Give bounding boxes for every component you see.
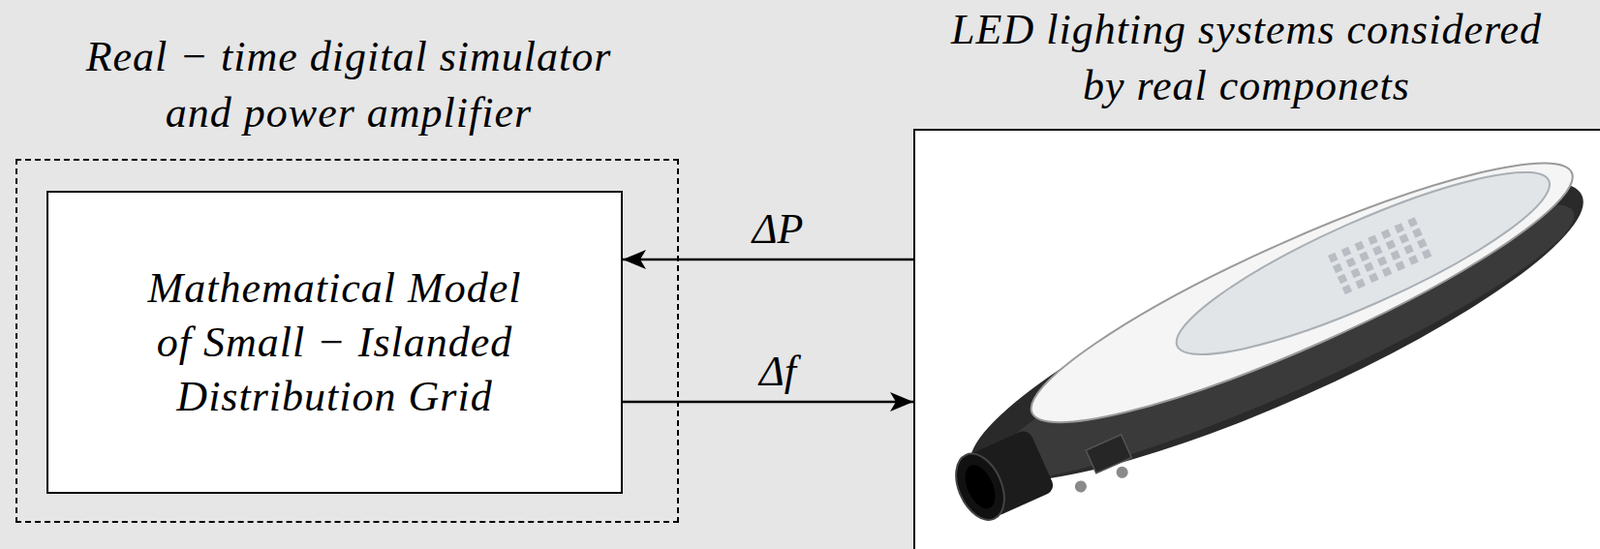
- socket-hole: [958, 461, 1001, 514]
- socket-opening: [946, 446, 1014, 528]
- lamp-cover: [1010, 123, 1594, 462]
- signal-label: ΔP: [752, 205, 804, 254]
- lamp-housing: [943, 131, 1600, 531]
- signal-arrow: [622, 258, 914, 262]
- led-panel: LED lighting systems considered by real …: [913, 128, 1600, 549]
- lamp-glass: [1160, 142, 1567, 384]
- street-lamp: [920, 123, 1600, 542]
- group-heading: Real − time digital simulator and power …: [67, 29, 630, 142]
- bracket: [1085, 434, 1132, 474]
- simulator-group: Real − time digital simulator and power …: [15, 158, 679, 524]
- bolt: [1073, 479, 1089, 495]
- panel-ground: [913, 128, 1600, 549]
- model-box: Mathematical Model of Small − Islanded D…: [46, 190, 623, 494]
- box-text: Mathematical Model of Small − Islanded D…: [131, 261, 539, 425]
- signal-label: Δf: [759, 347, 797, 397]
- led-array: [1327, 216, 1432, 295]
- group-heading: LED lighting systems considered by real …: [936, 1, 1557, 115]
- signal-arrow: [622, 400, 914, 404]
- bolt: [1114, 464, 1131, 481]
